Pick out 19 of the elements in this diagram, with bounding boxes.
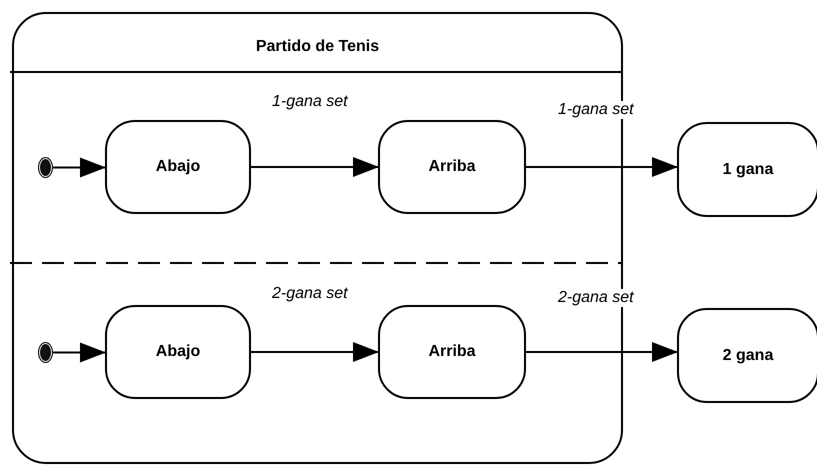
state-box: 2 gana (677, 308, 817, 403)
initial-state-dot (38, 342, 53, 363)
state-box: Arriba (378, 305, 526, 399)
transition-label: 2-gana set (556, 289, 636, 307)
transition-arrow (251, 157, 379, 177)
transition-arrow (53, 158, 106, 178)
transition-label: 1-gana set (270, 93, 350, 111)
state-box: Abajo (105, 120, 251, 214)
state-box: Abajo (105, 305, 251, 399)
initial-state-dot (38, 157, 53, 178)
transition-arrow (526, 342, 678, 362)
transition-arrow (53, 342, 106, 362)
transition-label: 2-gana set (270, 285, 350, 303)
transition-arrow (526, 157, 678, 177)
transition-label: 1-gana set (556, 101, 636, 119)
transition-arrow (251, 342, 379, 362)
state-box: 1 gana (677, 122, 817, 217)
composite-state-title: Partido de Tenis (254, 38, 380, 56)
state-box: Arriba (378, 120, 526, 214)
